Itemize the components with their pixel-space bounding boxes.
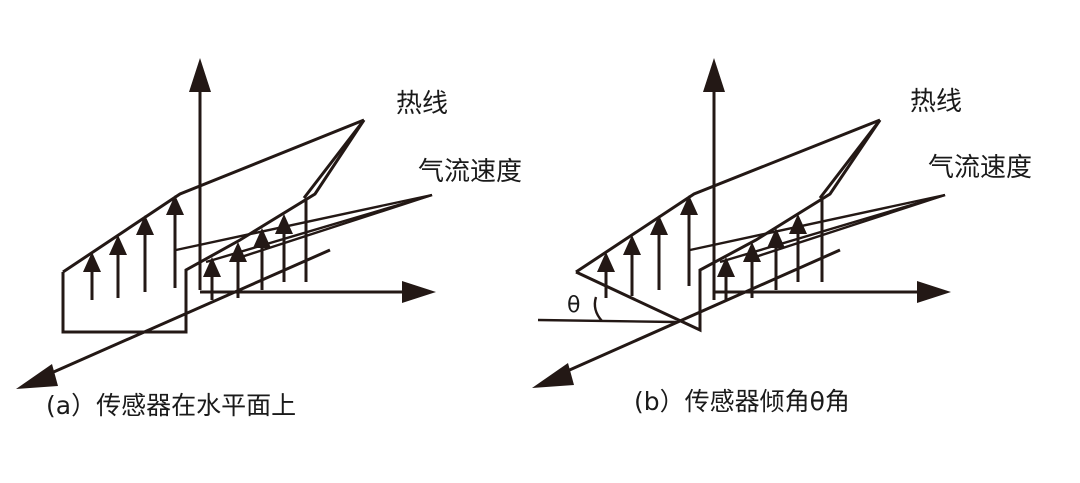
panel-b: θ 热线 气流速度 (b）传感器倾角θ角	[532, 58, 1032, 416]
flow-line-1	[689, 193, 946, 252]
panel-a: 热线 气流速度 (a）传感器在水平面上	[16, 58, 522, 420]
flow-line-3	[231, 193, 433, 262]
horizontal-axis-arrowhead	[917, 281, 951, 303]
hotwire-upper	[575, 118, 881, 274]
axes-b	[532, 58, 951, 388]
sensor-outline	[575, 119, 882, 333]
theta-angle-arc	[593, 296, 603, 322]
vertical-axis-arrowhead	[189, 58, 211, 92]
hotwire-connector	[302, 119, 366, 199]
hotwire-label: 热线	[396, 89, 448, 119]
horizontal-reference-line	[537, 318, 677, 324]
caption-b: (b）传感器倾角θ角	[634, 387, 850, 416]
airflow-velocity-label: 气流速度	[928, 153, 1032, 183]
velocity-arrow	[597, 252, 615, 272]
velocity-arrow	[83, 252, 101, 272]
hotwire-label: 热线	[910, 87, 962, 117]
velocity-arrow	[229, 242, 247, 262]
caption-a: (a）传感器在水平面上	[46, 391, 296, 420]
hotwire-upper	[62, 118, 365, 274]
vertical-axis-arrowhead	[703, 58, 725, 92]
velocity-arrow	[717, 257, 735, 277]
velocity-arrow	[789, 214, 807, 234]
velocity-arrow	[767, 228, 785, 248]
airflow-velocity-label: 气流速度	[418, 157, 522, 187]
velocity-arrows-left-a	[83, 195, 184, 300]
axes-a	[16, 58, 436, 389]
depth-axis	[555, 248, 841, 378]
velocity-arrows-left-b	[597, 195, 698, 298]
velocity-arrow	[203, 257, 221, 277]
velocity-arrow	[650, 215, 668, 235]
hotwire-connector	[818, 119, 882, 199]
velocity-arrow	[623, 235, 641, 255]
horizontal-axis-arrowhead	[402, 281, 436, 303]
velocity-arrow	[275, 214, 293, 234]
velocity-arrows-right-a	[203, 214, 293, 300]
flow-line-1	[175, 193, 433, 252]
depth-axis-arrowhead	[532, 363, 574, 388]
flow-line-3	[745, 193, 946, 262]
velocity-arrow	[136, 215, 154, 235]
sensor-outline	[61, 119, 366, 334]
velocity-arrows-right-b	[717, 214, 807, 300]
sensor-frame-a	[61, 118, 433, 334]
velocity-arrow	[109, 235, 127, 255]
velocity-arrow	[166, 195, 184, 215]
sensor-frame-b	[575, 118, 946, 333]
velocity-arrow	[743, 242, 761, 262]
theta-label: θ	[567, 293, 580, 318]
depth-axis-arrowhead	[16, 364, 58, 389]
velocity-arrow	[253, 228, 271, 248]
velocity-arrow	[680, 195, 698, 215]
